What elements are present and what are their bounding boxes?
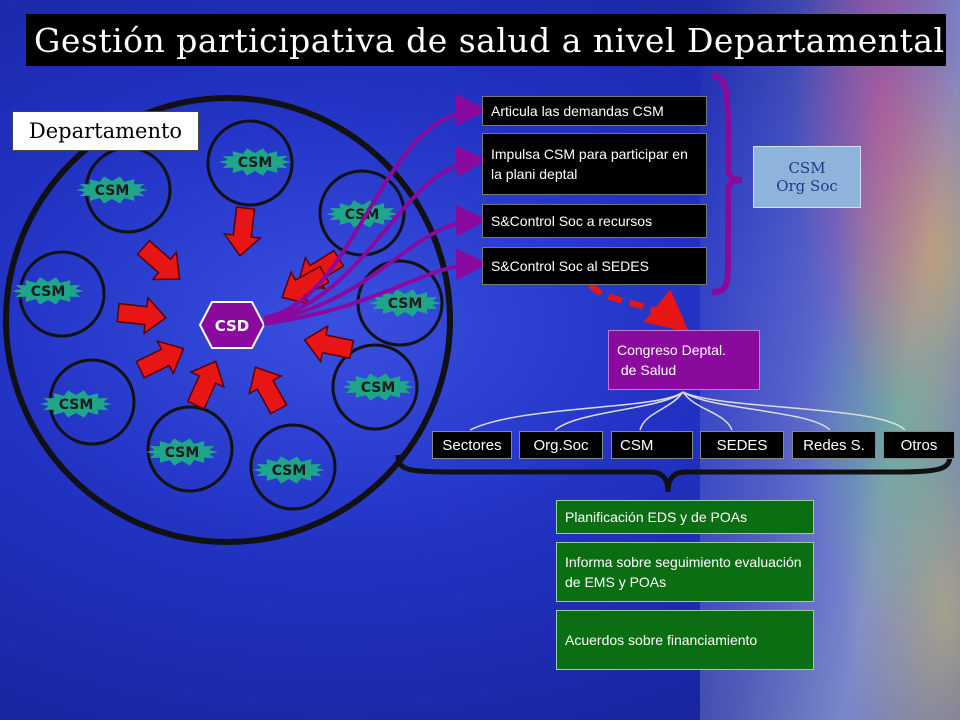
csm-badge-label: CSM xyxy=(165,445,200,461)
red-arrow xyxy=(136,239,181,281)
csm-badge-label: CSM xyxy=(31,284,66,300)
red-arrow xyxy=(303,324,355,364)
outcome-acuerdos: Acuerdos sobre financiamiento xyxy=(556,610,814,670)
box-impulsa-csm: Impulsa CSM para participar en la plani … xyxy=(482,133,707,195)
csm-badge-label: CSM xyxy=(95,183,130,199)
bottom-brace xyxy=(395,454,953,493)
category-label: SEDES xyxy=(716,436,768,454)
csm-badge-label: CSM xyxy=(388,296,423,312)
red-arrow xyxy=(248,366,288,415)
category-label: Redes S. xyxy=(803,436,865,454)
csm-org-soc-box: CSM Org Soc xyxy=(753,146,861,208)
category-org-soc: Org.Soc xyxy=(519,431,603,459)
box-text: Impulsa CSM para participar en la plani … xyxy=(491,146,688,182)
red-arrow xyxy=(135,340,185,379)
csm-badge: CSM xyxy=(40,390,112,418)
csm-badge: CSM xyxy=(253,456,325,484)
box-control-recursos: S&Control Soc a recursos xyxy=(482,204,707,238)
category-redes: Redes S. xyxy=(792,431,876,459)
connector-lines xyxy=(263,94,488,326)
csm-badge: CSM xyxy=(146,438,218,466)
csm-org-line2: Org Soc xyxy=(776,177,838,195)
outcome-text: Acuerdos sobre financiamiento xyxy=(565,632,758,648)
outcome-planificacion: Planificación EDS y de POAs xyxy=(556,500,814,534)
csm-badge: CSM xyxy=(326,200,398,228)
box-text: S&Control Soc al SEDES xyxy=(491,258,649,274)
right-brace xyxy=(711,73,743,295)
category-label: Org.Soc xyxy=(533,436,589,454)
category-sedes: SEDES xyxy=(700,431,784,459)
congress-line1: Congreso Deptal. xyxy=(617,342,726,358)
csm-badge-label: CSM xyxy=(59,397,94,413)
csm-node xyxy=(206,119,294,207)
category-otros: Otros xyxy=(883,431,955,459)
csm-badge-label: CSM xyxy=(238,155,273,171)
dashed-arrow xyxy=(587,282,690,333)
csm-badge: CSM xyxy=(76,176,148,204)
category-csm: CSM xyxy=(611,431,693,459)
csm-badge: CSM xyxy=(219,148,291,176)
category-sectores: Sectores xyxy=(432,431,512,459)
csm-badge-label: CSM xyxy=(272,463,307,479)
outcome-informa: Informa sobre seguimiento evaluación de … xyxy=(556,542,814,602)
page-title: Gestión participativa de salud a nivel D… xyxy=(26,14,946,66)
box-text: S&Control Soc a recursos xyxy=(491,213,653,229)
category-label: CSM xyxy=(620,436,654,454)
red-arrow xyxy=(222,206,262,257)
csm-badge-label: CSM xyxy=(345,207,380,223)
department-circle xyxy=(3,95,453,545)
outcome-text: Informa sobre seguimiento evaluación de … xyxy=(565,554,802,590)
csm-node xyxy=(146,405,234,493)
congress-line2: de Salud xyxy=(617,362,677,378)
box-control-sedes: S&Control Soc al SEDES xyxy=(482,247,707,285)
csm-node xyxy=(249,423,337,511)
category-label: Sectores xyxy=(442,436,502,454)
csd-center-badge: CSD xyxy=(198,301,266,349)
csm-badge: CSM xyxy=(342,373,414,401)
csm-node xyxy=(331,343,419,431)
category-label: Otros xyxy=(900,436,938,454)
box-text: Articula las demandas CSM xyxy=(491,103,664,119)
congress-box: Congreso Deptal. de Salud xyxy=(608,330,760,390)
csm-badge: CSM xyxy=(12,277,84,305)
red-arrow xyxy=(186,360,226,410)
red-arrow xyxy=(116,295,167,336)
csm-badge: CSM xyxy=(369,289,441,317)
box-articula-demandas: Articula las demandas CSM xyxy=(482,96,707,126)
outcome-text: Planificación EDS y de POAs xyxy=(565,509,748,525)
csm-org-line1: CSM xyxy=(788,159,826,177)
department-label: Departamento xyxy=(12,111,199,151)
fan-lines xyxy=(469,391,906,431)
csd-label: CSD xyxy=(215,317,250,335)
csm-badge-label: CSM xyxy=(361,380,396,396)
